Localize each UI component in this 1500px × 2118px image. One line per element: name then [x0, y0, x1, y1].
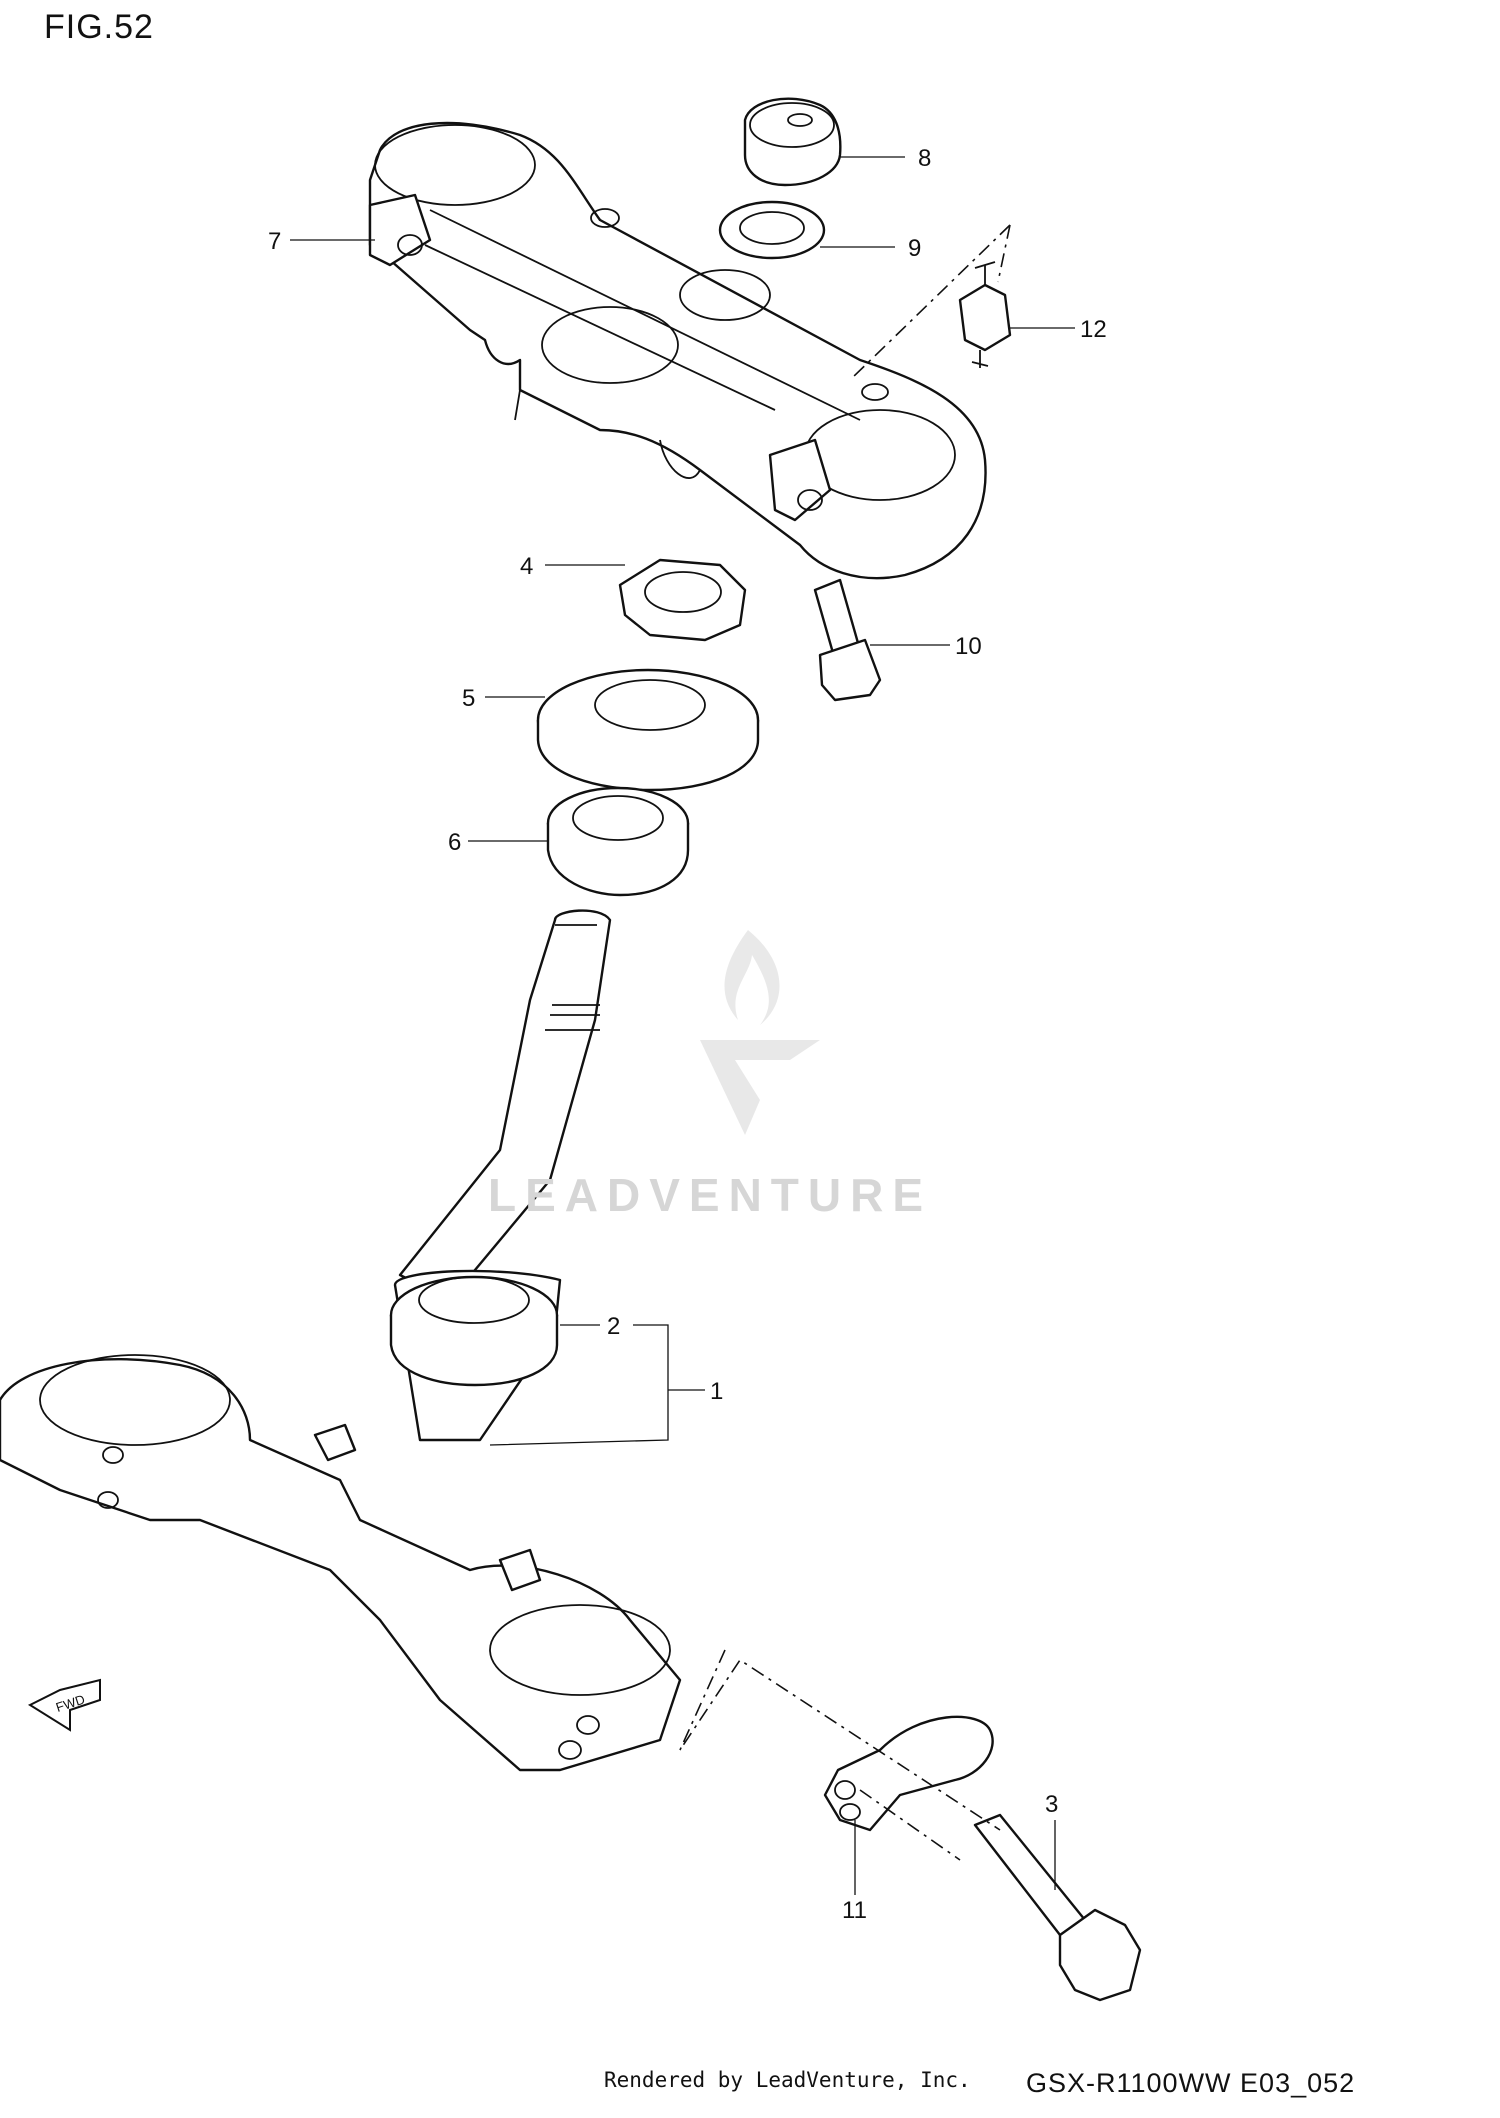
footer-rendered-by: Rendered by LeadVenture, Inc. — [604, 2068, 971, 2092]
callout-5: 5 — [462, 685, 475, 712]
callout-7: 7 — [268, 228, 281, 255]
bolt-part-3[interactable] — [973, 1813, 1142, 2002]
bearing-part-6[interactable] — [546, 786, 690, 897]
leader-lines — [290, 156, 1075, 1895]
bearing-part-2[interactable] — [389, 1275, 559, 1387]
figure-title: FIG.52 — [44, 8, 154, 46]
callout-12: 12 — [1080, 316, 1107, 343]
washer-part-9[interactable] — [718, 200, 826, 260]
bolt-part-10[interactable] — [813, 578, 882, 702]
callout-8: 8 — [918, 145, 931, 172]
callout-3: 3 — [1045, 1791, 1058, 1818]
callout-10: 10 — [955, 633, 982, 660]
callout-11: 11 — [842, 1897, 867, 1924]
alignment-lines — [679, 224, 1011, 1861]
callout-4: 4 — [520, 553, 533, 580]
callout-2: 2 — [607, 1313, 620, 1340]
callout-6: 6 — [448, 829, 461, 856]
clamp-part-11[interactable] — [823, 1715, 994, 1832]
callout-labels: 8 9 12 7 4 10 5 6 2 1 11 3 — [268, 145, 1107, 1924]
dust-seal-part-5[interactable] — [536, 668, 760, 792]
footer-diagram-code: GSX-R1100WW E03_052 — [1026, 2068, 1356, 2098]
steering-stem-part-1[interactable] — [0, 909, 682, 1772]
callout-9: 9 — [908, 235, 921, 262]
callout-1: 1 — [710, 1378, 723, 1405]
leadventure-logo-icon — [700, 930, 820, 1135]
fwd-arrow-icon: FWD — [27, 1678, 101, 1732]
bolt-part-12[interactable] — [958, 261, 1012, 368]
cap-part-8[interactable] — [743, 97, 842, 187]
upper-bracket-part-7[interactable] — [368, 121, 987, 580]
nut-part-4[interactable] — [618, 558, 747, 642]
watermark-text: LEADVENTURE — [488, 1169, 933, 1221]
